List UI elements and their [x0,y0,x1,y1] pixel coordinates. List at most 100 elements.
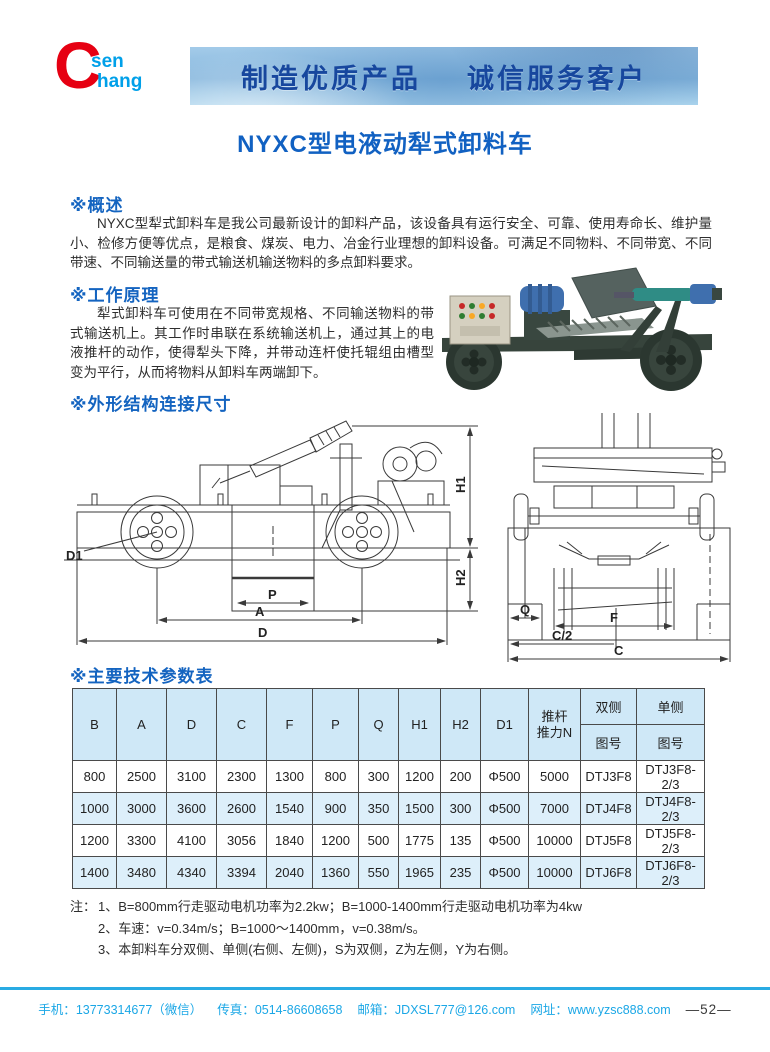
param-cell: 1840 [266,824,313,857]
param-cell: 2300 [216,760,267,793]
rear-wheel-graphic [446,334,502,390]
param-cell: DTJ4F8 [580,792,637,825]
param-cell: 1200 [312,824,359,857]
dim-label-a: A [255,604,265,619]
param-cell: 4100 [166,824,217,857]
param-cell: DTJ3F8 [580,760,637,793]
page-number: —52— [685,1002,732,1017]
param-cell: Φ500 [480,824,529,857]
param-cell: 1200 [72,824,117,857]
footer-label: 网址： [530,1003,568,1017]
footer-divider [0,987,770,990]
param-cell: 800 [312,760,359,793]
company-logo: C sen hang [54,32,194,108]
logo-text-line2: hang [97,71,143,92]
footer-value[interactable]: www.yzsc888.com [567,1003,671,1017]
param-cell: 1200 [398,760,441,793]
dim-label-p: P [268,587,277,602]
param-cell: 3480 [116,856,167,889]
param-cell: 3000 [116,792,167,825]
note-item-1: 1、B=800mm行走驱动电机功率为2.2kw；B=1000-1400mm行走驱… [98,899,583,914]
col-header-c: C [216,688,267,761]
col-header-d: D [166,688,217,761]
hydraulic-pusher-graphic [614,284,722,304]
param-cell: 3100 [166,760,217,793]
param-cell: 5000 [528,760,581,793]
footer-label: 传真： [217,1003,255,1017]
footer-网址[interactable]: 网址：www.yzsc888.com [530,999,670,1018]
col-header-single: 单侧 [636,688,705,725]
param-cell: 3056 [216,824,267,857]
param-cell: 4340 [166,856,217,889]
col-subheader-single-fig: 图号 [636,724,705,761]
col-header-thrust: 推杆推力N [528,688,581,761]
param-cell: DTJ5F8-2/3 [636,824,705,857]
col-header-b: B [72,688,117,761]
col-header-h1: H1 [398,688,441,761]
footer-value: 0514-86608658 [254,1003,343,1017]
footer-value[interactable]: JDXSL777@126.com [394,1003,516,1017]
footer-传真: 传真：0514-86608658 [217,999,342,1018]
param-cell: Φ500 [480,792,529,825]
dim-label-d1: D1 [66,548,83,563]
logo-text-line1: sen [91,51,124,72]
notes-list: 1、B=800mm行走驱动电机功率为2.2kw；B=1000-1400mm行走驱… [70,896,582,961]
notes-prefix: 注： [70,899,97,914]
section-heading-params: ※主要技术参数表 [70,667,214,686]
param-cell: 1300 [266,760,313,793]
principle-paragraph: 犁式卸料车可使用在不同带宽规格、不同输送物料的带式输送机上。其工作时串联在系统输… [70,306,434,380]
param-cell: DTJ4F8-2/3 [636,792,705,825]
control-box-graphic [449,295,511,345]
param-cell: DTJ6F8-2/3 [636,856,705,889]
dim-label-c2: C/2 [552,628,572,643]
page-title: NYXC型电液动犁式卸料车 [237,131,533,158]
param-cell: 1965 [398,856,441,889]
footer-手机: 手机：13773314677（微信） [38,999,202,1018]
param-cell: 10000 [528,856,581,889]
footer-label: 手机： [38,1003,76,1017]
dimension-drawing: D1 P A D H1 H2 Q F C/2 C [64,413,731,662]
footer-label: 邮箱： [357,1003,395,1017]
platform-graphic [536,315,654,338]
param-cell: 550 [358,856,399,889]
param-cell: 1540 [266,792,313,825]
col-header-q: Q [358,688,399,761]
section-heading-dimensions: ※外形结构连接尺寸 [70,395,232,414]
banner-slogan-right: 诚信服务客户 [467,63,647,94]
front-view-drawing [507,413,731,662]
header-banner: 制造优质产品 诚信服务客户 [190,47,698,105]
dim-label-h2: H2 [453,569,468,586]
param-cell: 500 [358,824,399,857]
param-cell: 1400 [72,856,117,889]
param-cell: 7000 [528,792,581,825]
param-cell: 1360 [312,856,359,889]
param-cell: 1775 [398,824,441,857]
param-cell: Φ500 [480,856,529,889]
param-cell: 2040 [266,856,313,889]
param-cell: 2600 [216,792,267,825]
param-cell: 2500 [116,760,167,793]
param-cell: DTJ6F8 [580,856,637,889]
notes-block: 注： 1、B=800mm行走驱动电机功率为2.2kw；B=1000-1400mm… [70,896,582,961]
param-cell: DTJ5F8 [580,824,637,857]
footer-contacts: 手机：13773314677（微信） 传真：0514-86608658 邮箱：JDX… [0,999,770,1018]
footer-value: 13773314677（微信） [75,1003,203,1017]
param-cell: 3600 [166,792,217,825]
dim-label-h1: H1 [453,476,468,493]
param-cell: 900 [312,792,359,825]
footer-邮箱[interactable]: 邮箱：JDXSL777@126.com [357,999,515,1018]
col-header-h2: H2 [440,688,481,761]
banner-slogan-left: 制造优质产品 [241,63,421,94]
param-cell: 1500 [398,792,441,825]
dim-label-q: Q [520,602,530,617]
param-cell: 300 [358,760,399,793]
param-cell: 300 [440,792,481,825]
